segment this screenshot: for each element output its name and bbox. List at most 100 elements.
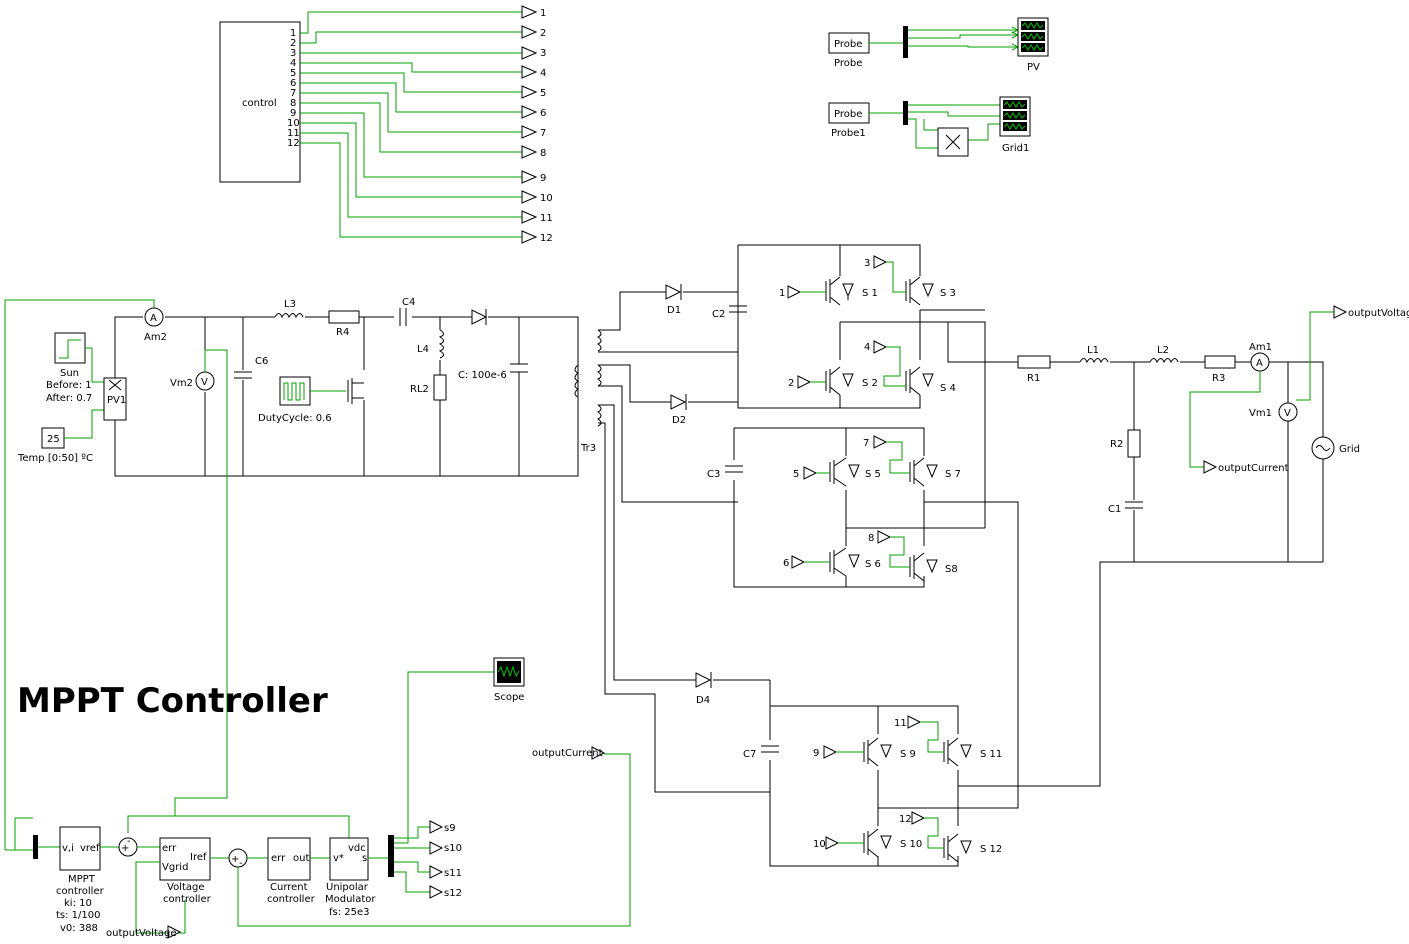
switch-tag[interactable]	[873, 435, 888, 449]
inductor-l2[interactable]	[1149, 358, 1179, 364]
svg-text:5: 5	[793, 469, 799, 480]
svg-text:v0: 388: v0: 388	[60, 923, 98, 934]
igbt-switch[interactable]	[829, 547, 860, 577]
capacitor-c3[interactable]	[725, 465, 743, 473]
output-current-tag[interactable]	[1203, 460, 1218, 474]
goto-tag[interactable]	[521, 125, 538, 139]
svg-text:5: 5	[540, 88, 546, 99]
sum-junction[interactable]: +-	[118, 836, 138, 857]
sun-step-block[interactable]	[54, 332, 86, 364]
scope-icon[interactable]	[1017, 17, 1049, 57]
svg-text:3: 3	[864, 258, 870, 269]
goto-tag[interactable]	[429, 841, 444, 855]
svg-text:Probe1: Probe1	[831, 128, 866, 139]
goto-tag[interactable]	[521, 85, 538, 99]
voltmeter-vm1[interactable]: V	[1278, 402, 1298, 422]
goto-tag[interactable]	[521, 145, 538, 159]
goto-tag[interactable]	[521, 5, 538, 19]
mppt-controller-block[interactable]: v,i vref	[59, 826, 101, 871]
svg-text:L1: L1	[1087, 345, 1099, 356]
switch-tag[interactable]	[823, 745, 838, 759]
svg-text:v*: v*	[333, 853, 344, 864]
capacitor-c4[interactable]	[399, 308, 407, 326]
scope-label: Grid1	[1002, 143, 1029, 154]
igbt-switch[interactable]	[905, 276, 934, 306]
goto-tag[interactable]	[521, 190, 538, 204]
goto-tag[interactable]	[429, 885, 444, 899]
demux-bar	[903, 101, 908, 125]
svg-text:err: err	[271, 853, 286, 864]
goto-tag[interactable]	[429, 820, 444, 834]
page-title: MPPT Controller	[17, 681, 328, 721]
switch-tag[interactable]	[825, 836, 840, 850]
igbt-switch[interactable]	[825, 276, 854, 306]
output-voltage-tag[interactable]	[167, 925, 182, 939]
switch-tag[interactable]	[797, 375, 812, 389]
ammeter-am2[interactable]: A	[144, 307, 164, 327]
goto-tag[interactable]	[521, 105, 538, 119]
igbt-switch[interactable]	[829, 457, 860, 487]
inductor-l4[interactable]	[438, 329, 444, 359]
svg-text:outputVoltage: outputVoltage	[1348, 308, 1409, 319]
mosfet-boost[interactable]	[347, 378, 364, 404]
switch-tag[interactable]	[787, 285, 802, 299]
switch-tag[interactable]	[911, 811, 926, 825]
capacitor-c-main[interactable]	[510, 363, 528, 373]
goto-tag[interactable]	[521, 65, 538, 79]
goto-tag[interactable]	[521, 46, 538, 60]
scope-icon[interactable]	[999, 96, 1031, 137]
resistor-rl2[interactable]	[433, 374, 447, 401]
capacitor-c7[interactable]	[761, 745, 779, 753]
igbt-switch[interactable]	[863, 737, 892, 767]
switch-tag[interactable]	[873, 255, 888, 269]
control-port: 10	[287, 118, 300, 129]
switch-tag[interactable]	[803, 466, 818, 480]
goto-tag[interactable]	[429, 865, 444, 879]
switch-tag[interactable]	[791, 555, 806, 569]
igbt-switch[interactable]	[905, 366, 934, 396]
resistor-r2[interactable]	[1127, 429, 1141, 458]
capacitor-c2[interactable]	[729, 305, 747, 313]
diode-d4[interactable]	[695, 672, 712, 688]
inductor-l1[interactable]	[1079, 358, 1109, 364]
goto-tag[interactable]	[521, 170, 538, 184]
resistor-r1[interactable]	[1017, 355, 1051, 369]
diode-d1[interactable]	[665, 284, 682, 300]
resistor-r3[interactable]	[1204, 355, 1236, 369]
output-voltage-tag[interactable]	[1333, 305, 1348, 319]
svg-text:-: -	[239, 858, 243, 869]
output-current-tag[interactable]	[591, 746, 606, 760]
svg-text:11: 11	[894, 718, 907, 729]
igbt-switch[interactable]	[863, 828, 892, 858]
goto-tag[interactable]	[521, 25, 538, 39]
svg-text:S 9: S 9	[900, 749, 916, 760]
capacitor-c6[interactable]	[234, 371, 252, 379]
svg-text:Probe: Probe	[834, 58, 862, 69]
control-block[interactable]: control	[219, 21, 301, 183]
diode-d2[interactable]	[670, 394, 687, 410]
igbt-switch[interactable]	[825, 366, 854, 396]
voltage-controller-block[interactable]: err Vgrid Iref	[159, 837, 211, 881]
grid-ac-source[interactable]	[1311, 436, 1335, 460]
pwm-source[interactable]	[279, 376, 311, 406]
diode-boost[interactable]	[471, 309, 488, 325]
voltmeter-vm2[interactable]: V	[195, 371, 215, 391]
scope-icon[interactable]	[493, 657, 525, 687]
current-controller-block[interactable]: err out	[267, 837, 311, 881]
switch-tag[interactable]	[873, 340, 888, 354]
transformer-tr3[interactable]	[574, 329, 602, 427]
sum-junction[interactable]: +-	[228, 848, 248, 869]
switch-tag[interactable]	[907, 715, 922, 729]
goto-tag[interactable]	[521, 230, 538, 244]
ammeter-am1[interactable]: A	[1250, 352, 1270, 372]
switch-tag[interactable]	[877, 530, 892, 544]
unipolar-modulator-block[interactable]: v* vdc s	[329, 837, 369, 881]
svg-text:s11: s11	[444, 868, 462, 879]
goto-tag[interactable]	[521, 210, 538, 224]
resistor-r4[interactable]	[328, 310, 360, 324]
igbt-switch[interactable]	[943, 737, 972, 767]
igbt-switch[interactable]	[909, 457, 938, 487]
capacitor-c1[interactable]	[1125, 501, 1143, 509]
inductor-l3[interactable]	[274, 313, 304, 319]
